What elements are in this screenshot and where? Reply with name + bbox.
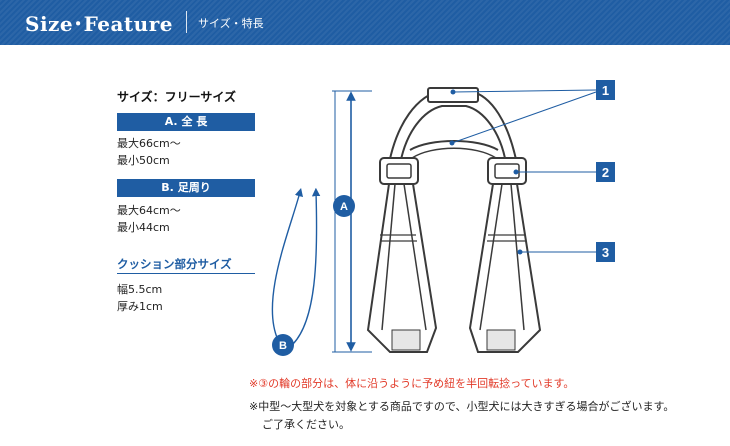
size-title: サイズ：フリーサイズ: [117, 90, 237, 104]
header-divider: [186, 11, 187, 33]
section-a-min: 最小50cm: [117, 154, 170, 167]
note-twist: ※③の輪の部分は、体に沿うように予め紐を半回転捻っています。: [249, 377, 575, 390]
section-b-label: B. 足周り: [117, 179, 255, 197]
marker-a-label: A: [340, 201, 348, 213]
dimension-a: [332, 90, 372, 353]
note-apology: ご了承ください。: [262, 418, 350, 431]
marker-b-label: B: [279, 340, 287, 352]
cushion-thickness: 厚み1cm: [117, 300, 163, 313]
dimension-b: [271, 187, 321, 345]
cushion-title: クッション部分サイズ: [117, 257, 232, 271]
callout-2-number: 2: [602, 165, 609, 180]
callout-1-number: 1: [602, 83, 609, 98]
callout-1: 1: [596, 80, 615, 100]
section-a-max: 最大66cm〜: [117, 137, 181, 150]
marker-b: B: [272, 334, 294, 356]
note-size-warning: ※中型〜大型犬を対象とする商品ですので、小型犬には大きすぎる場合がございます。: [249, 400, 675, 413]
header-title: Size･Feature: [25, 12, 173, 36]
header-banner: Size･Feature サイズ・特長: [0, 0, 730, 45]
header-subtitle: サイズ・特長: [198, 17, 264, 30]
section-a-label: A. 全 長: [117, 113, 255, 131]
harness-strap: [366, 87, 542, 353]
section-b-max: 最大64cm〜: [117, 204, 181, 217]
callout-3-number: 3: [602, 245, 609, 260]
marker-a: A: [333, 195, 355, 217]
callout-leaders: [449, 89, 597, 255]
section-b-min: 最小44cm: [117, 221, 170, 234]
cushion-width: 幅5.5cm: [117, 283, 163, 296]
callout-3: 3: [596, 242, 615, 262]
cushion-underline: [117, 273, 255, 274]
callout-2: 2: [596, 162, 615, 182]
